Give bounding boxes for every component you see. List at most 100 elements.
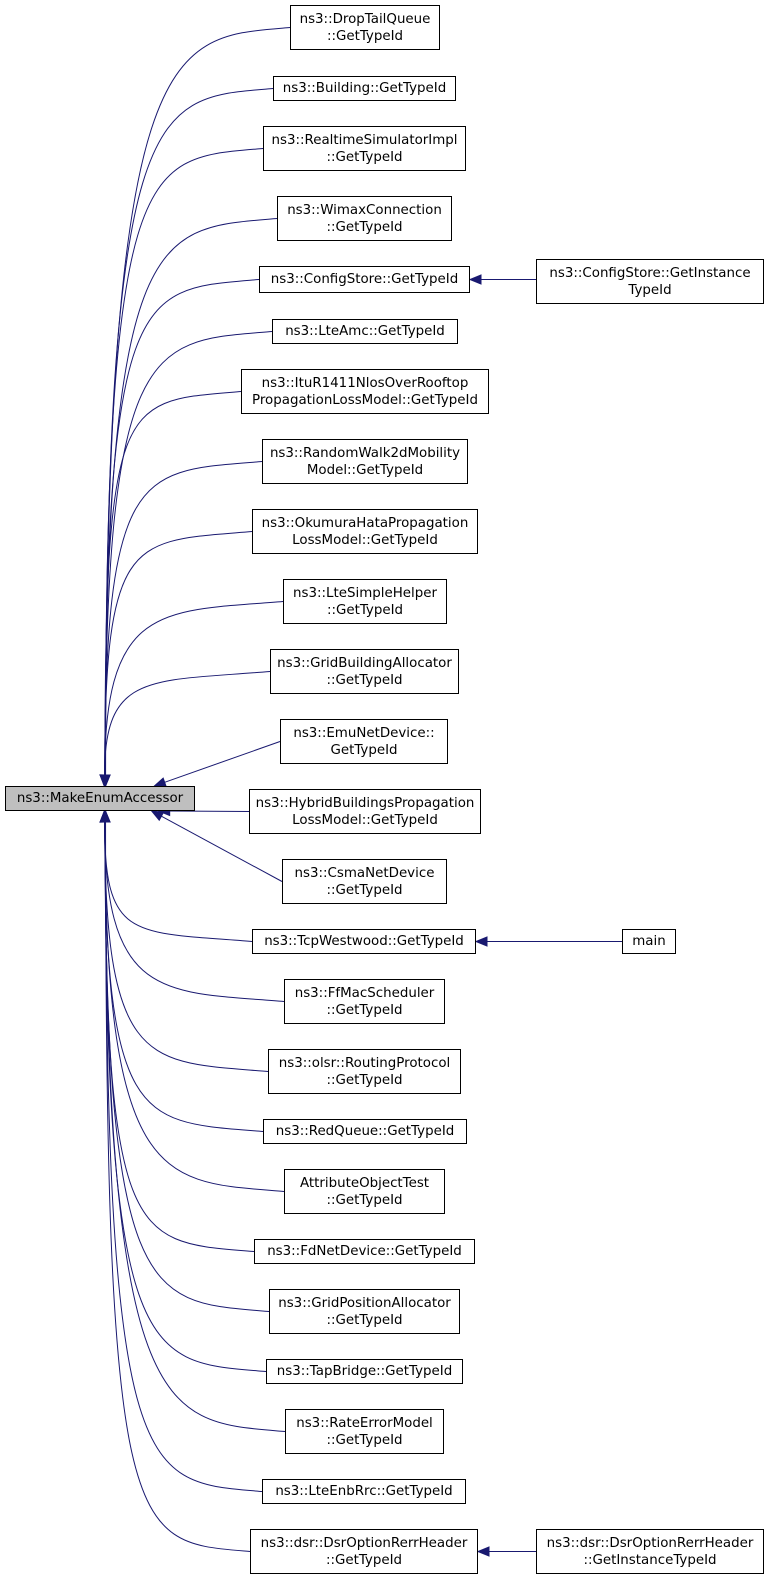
graph-node-n16[interactable]: ns3::FfMacScheduler::GetTypeId (284, 979, 445, 1024)
edge-n6 (104, 331, 273, 776)
edge-n8 (104, 461, 263, 776)
graph-node-n14[interactable]: ns3::CsmaNetDevice::GetTypeId (282, 859, 447, 904)
edge-n9 (104, 531, 253, 776)
edge-n3 (104, 148, 264, 776)
edge-n10 (104, 601, 284, 776)
graph-node-n6[interactable]: ns3::LteAmc::GetTypeId (272, 319, 458, 344)
node-label: ::GetTypeId (326, 219, 403, 235)
node-label: ns3::LteEnbRrc::GetTypeId (275, 1484, 453, 1499)
graph-node-n17[interactable]: ns3::olsr::RoutingProtocol::GetTypeId (268, 1049, 461, 1094)
graph-node-n12[interactable]: ns3::EmuNetDevice::GetTypeId (280, 719, 448, 764)
graph-node-s2[interactable]: main (622, 929, 676, 954)
node-label: ns3::FfMacScheduler (294, 985, 435, 1001)
node-label: PropagationLossModel::GetTypeId (252, 392, 478, 408)
node-label: ns3::RandomWalk2dMobility (269, 445, 461, 461)
node-label: ns3::ConfigStore::GetInstance (549, 265, 751, 281)
node-label: main (632, 934, 666, 949)
node-label: ns3::TapBridge::GetTypeId (276, 1364, 453, 1379)
node-label: ::GetTypeId (326, 672, 403, 688)
node-label: ns3::RealtimeSimulatorImpl (271, 132, 458, 148)
graph-node-n21[interactable]: ns3::GridPositionAllocator::GetTypeId (269, 1289, 460, 1334)
edge-n2 (104, 88, 274, 776)
node-label: ns3::dsr::DsrOptionRerrHeader (260, 1535, 468, 1551)
node-label: ::GetTypeId (326, 1312, 403, 1328)
node-label: ns3::CsmaNetDevice (294, 865, 435, 881)
edge-n25 (105, 821, 251, 1552)
node-label: ns3::ConfigStore::GetTypeId (270, 272, 459, 287)
node-label: ns3::LteAmc::GetTypeId (285, 324, 445, 339)
node-label: TypeId (628, 282, 672, 298)
edge-n15 (104, 821, 253, 942)
node-label: ns3::FdNetDevice::GetTypeId (267, 1244, 462, 1259)
edge-n17 (104, 821, 269, 1072)
graph-node-n25[interactable]: ns3::dsr::DsrOptionRerrHeader::GetTypeId (250, 1529, 478, 1574)
node-label: ns3::Building::GetTypeId (282, 81, 447, 96)
node-label: ::GetTypeId (326, 28, 404, 44)
node-label: ns3::olsr::RoutingProtocol (278, 1055, 451, 1071)
node-label: ns3::EmuNetDevice:: (293, 725, 435, 741)
graph-node-n22[interactable]: ns3::TapBridge::GetTypeId (266, 1359, 463, 1384)
edge-n24 (104, 821, 263, 1492)
node-label: ns3::ItuR1411NlosOverRooftop (261, 375, 469, 391)
node-label: LossModel::GetTypeId (292, 532, 438, 548)
graph-node-n19[interactable]: AttributeObjectTest::GetTypeId (284, 1169, 445, 1214)
edge-n19 (104, 821, 285, 1192)
edge-n16 (104, 821, 285, 1002)
edge-n25-arrowhead (100, 809, 111, 823)
node-label: ns3::LteSimpleHelper (293, 585, 437, 601)
edge-s1-arrowhead (468, 274, 482, 285)
edge-n11 (104, 671, 271, 776)
graph-node-n5[interactable]: ns3::ConfigStore::GetTypeId (259, 266, 470, 293)
graph-node-n18[interactable]: ns3::RedQueue::GetTypeId (263, 1119, 467, 1144)
node-label: ns3::dsr::DsrOptionRerrHeader (546, 1535, 754, 1551)
graph-node-n20[interactable]: ns3::FdNetDevice::GetTypeId (254, 1239, 475, 1264)
node-label: ns3::RateErrorModel (296, 1415, 433, 1431)
graph-node-n23[interactable]: ns3::RateErrorModel::GetTypeId (285, 1409, 444, 1454)
node-label: ns3::RedQueue::GetTypeId (275, 1124, 455, 1139)
node-label: ::GetTypeId (326, 602, 404, 618)
node-label: ns3::MakeEnumAccessor (16, 791, 184, 806)
node-label: AttributeObjectTest (299, 1175, 430, 1191)
edges (99, 27, 622, 1557)
node-label: ns3::OkumuraHataPropagation (261, 515, 469, 531)
node-label: ::GetTypeId (326, 1072, 403, 1088)
node-label: ::GetInstanceTypeId (583, 1552, 717, 1568)
edge-n4 (104, 218, 278, 776)
node-label: ns3::GridPositionAllocator (278, 1295, 451, 1311)
graph-node-n11[interactable]: ns3::GridBuildingAllocator::GetTypeId (270, 649, 459, 694)
edge-n23 (104, 821, 286, 1432)
node-label: ::GetTypeId (326, 882, 403, 898)
edge-n12 (164, 741, 281, 783)
node-label: ns3::TcpWestwood::GetTypeId (264, 934, 464, 949)
node-label: ::GetTypeId (326, 1192, 403, 1208)
node-label: ::GetTypeId (325, 1552, 403, 1568)
graph-node-n10[interactable]: ns3::LteSimpleHelper::GetTypeId (283, 579, 447, 624)
node-label: Model::GetTypeId (306, 462, 424, 478)
edge-s3-arrowhead (476, 1546, 490, 1557)
graph-node-n24[interactable]: ns3::LteEnbRrc::GetTypeId (262, 1479, 466, 1504)
graph-node-n1[interactable]: ns3::DropTailQueue::GetTypeId (290, 5, 440, 50)
node-label: ns3::WimaxConnection (287, 202, 442, 218)
graph-node-n3[interactable]: ns3::RealtimeSimulatorImpl::GetTypeId (263, 126, 466, 171)
node-label: ::GetTypeId (326, 1432, 403, 1448)
node-label: LossModel::GetTypeId (292, 812, 438, 828)
node-label: ns3::GridBuildingAllocator (277, 655, 452, 671)
edge-n21 (104, 821, 270, 1312)
graph-node-n15[interactable]: ns3::TcpWestwood::GetTypeId (252, 929, 476, 954)
node-label: ns3::HybridBuildingsPropagation (255, 795, 475, 811)
node-label: ::GetTypeId (326, 149, 403, 165)
graph-node-n2[interactable]: ns3::Building::GetTypeId (273, 76, 456, 101)
root-node: ns3::MakeEnumAccessor (5, 786, 195, 811)
graph-node-s3[interactable]: ns3::dsr::DsrOptionRerrHeader::GetInstan… (536, 1529, 764, 1574)
edge-n14 (161, 815, 283, 882)
graph-node-n4[interactable]: ns3::WimaxConnection::GetTypeId (277, 196, 452, 241)
node-label: GetTypeId (330, 742, 398, 758)
edge-s2-arrowhead (474, 936, 488, 947)
node-label: ::GetTypeId (326, 1002, 403, 1018)
